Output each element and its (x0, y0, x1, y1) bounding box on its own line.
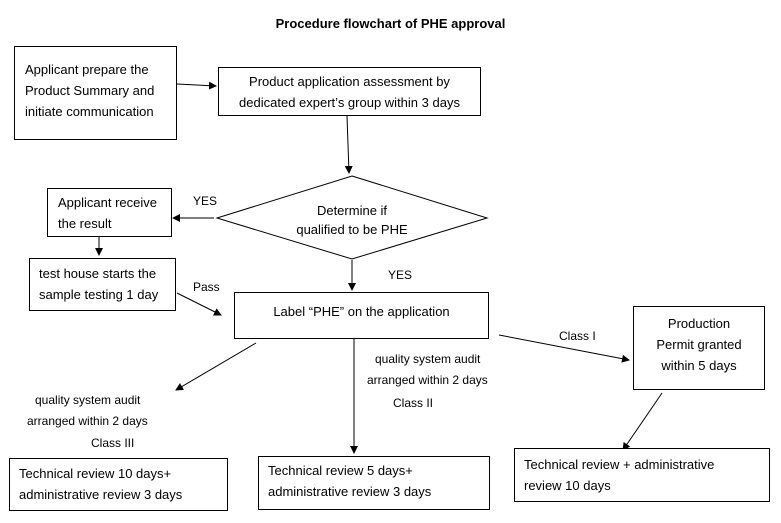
applicant-receive-line-1: Applicant receive (58, 195, 157, 210)
audit-left-line-2: arranged within 2 days (27, 414, 148, 428)
applicant-prepare-box: Applicant prepare the Product Summary an… (14, 46, 177, 140)
decision-line-2: qualified to be PHE (296, 222, 408, 237)
decision-line-1: Determine if (316, 203, 388, 218)
label-phe-line-1: Label “PHE” on the application (273, 304, 450, 319)
class3-review-line-1: Technical review 10 days+ (19, 466, 172, 481)
arrow-label-to-class3 (175, 342, 257, 391)
class3-review-box: Technical review 10 days+ administrative… (9, 458, 228, 511)
applicant-prepare-line-3: initiate communication (25, 104, 154, 119)
audit-mid-line-1: quality system audit (375, 352, 481, 366)
test-house-line-2: sample testing 1 day (39, 287, 159, 302)
assessment-line-1: Product application assessment by (249, 74, 450, 89)
arrow-assessment-to-decision (344, 115, 353, 174)
production-box: Production Permit granted within 5 days (633, 306, 765, 390)
class2-review-box: Technical review 5 days+ administrative … (258, 456, 490, 510)
arrow-label-to-production (498, 334, 630, 363)
test-house-line-1: test house starts the (39, 266, 157, 281)
audit-left-line-1: quality system audit (35, 393, 141, 407)
class1-review-box: Technical review + administrative review… (514, 448, 770, 502)
class2-review-line-2: administrative review 3 days (268, 484, 432, 499)
test-house-box: test house starts the sample testing 1 d… (29, 258, 176, 311)
arrow-testhouse-to-label (176, 292, 222, 316)
arrow-prepare-to-assessment (176, 81, 217, 90)
assessment-line-2: dedicated expert’s group within 3 days (239, 95, 460, 110)
decision-diamond (215, 175, 489, 260)
applicant-prepare-line-2: Product Summary and (25, 83, 155, 98)
production-line-1: Production (667, 316, 731, 331)
audit-left-label: quality system audit arranged within 2 d… (27, 390, 148, 432)
applicant-receive-line-2: the result (58, 216, 112, 231)
pass-label: Pass (193, 280, 220, 294)
class3-review-line-2: administrative review 3 days (19, 487, 183, 502)
class2-review-line-1: Technical review 5 days+ (268, 463, 413, 478)
page-title: Procedure flowchart of PHE approval (275, 16, 506, 31)
applicant-receive-box: Applicant receive the result (47, 188, 172, 237)
decision-text: Determine if qualified to be PHE (272, 201, 432, 239)
class-iii-label: Class III (91, 436, 135, 450)
class-ii-label: Class II (393, 396, 434, 410)
production-line-2: Permit granted (656, 337, 742, 352)
production-line-3: within 5 days (661, 358, 737, 373)
assessment-box: Product application assessment by dedica… (218, 67, 481, 116)
audit-mid-label: quality system audit arranged within 2 d… (367, 349, 488, 391)
class1-review-line-1: Technical review + administrative (524, 457, 715, 472)
class-i-label: Class I (559, 329, 596, 343)
class1-review-line-2: review 10 days (524, 478, 611, 493)
applicant-prepare-line-1: Applicant prepare the (25, 62, 149, 77)
arrow-production-to-class1 (622, 392, 663, 451)
audit-mid-line-2: arranged within 2 days (367, 373, 488, 387)
yes-left-label: YES (193, 194, 218, 208)
yes-down-label: YES (388, 268, 413, 282)
label-phe-box: Label “PHE” on the application (234, 292, 489, 339)
